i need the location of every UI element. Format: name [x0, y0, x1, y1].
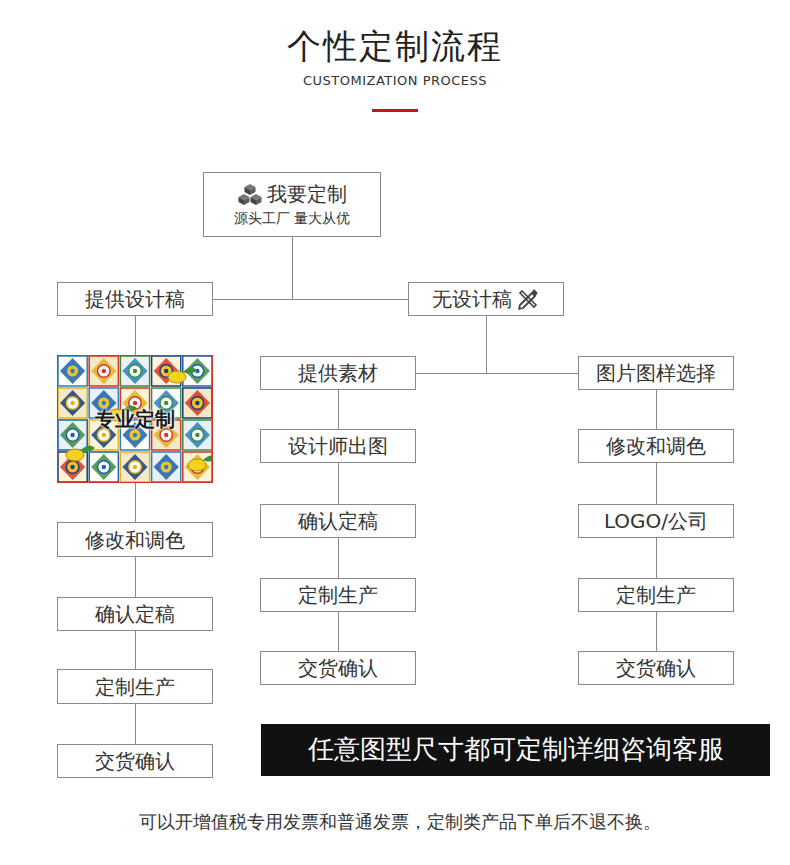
text-line: 交货确认: [298, 656, 378, 680]
node-label: LOGO/公司: [604, 509, 708, 533]
text-line: 交货确认: [616, 656, 696, 680]
node-label: 无设计稿: [432, 287, 512, 311]
node-label: 定制生产: [95, 675, 175, 699]
node-label: 交货确认: [616, 656, 696, 680]
node-label: 我要定制: [267, 182, 347, 206]
process-box: 定制生产: [57, 669, 213, 704]
text-line: 我要定制: [238, 182, 347, 206]
connector: [135, 704, 136, 744]
accent-bar: [372, 109, 418, 112]
connector: [135, 631, 136, 669]
text-line: 提供素材: [298, 361, 378, 385]
connector: [338, 463, 339, 504]
text-line: 定制生产: [616, 583, 696, 607]
text-line: 确认定稿: [95, 602, 175, 626]
process-box: 我要定制源头工厂 量大从优: [203, 172, 381, 237]
process-box: 无设计稿: [408, 282, 564, 316]
cube-icon: [238, 183, 262, 205]
connector: [338, 612, 339, 651]
subtext: 源头工厂 量大从优: [234, 210, 350, 227]
node-label: 提供设计稿: [85, 287, 185, 311]
watermark: 专业定制: [95, 407, 175, 431]
connector: [487, 316, 579, 374]
process-box: LOGO/公司: [578, 504, 734, 538]
image-tile: 专业定制: [57, 355, 213, 483]
process-box: 交货确认: [260, 651, 416, 685]
text-line: 确认定稿: [298, 509, 378, 533]
node-label: 提供素材: [298, 361, 378, 385]
connector: [135, 557, 136, 597]
connector: [656, 612, 657, 651]
node-label: 交货确认: [95, 749, 175, 773]
connector: [213, 237, 293, 300]
connector: [656, 390, 657, 429]
text-line: 设计师出图: [288, 434, 388, 458]
process-box: 确认定稿: [57, 597, 213, 631]
connector: [656, 538, 657, 578]
text-line: 修改和调色: [606, 434, 706, 458]
node-label: 图片图样选择: [596, 361, 716, 385]
text-line: 定制生产: [298, 583, 378, 607]
text-line: 图片图样选择: [596, 361, 716, 385]
connector: [135, 316, 136, 355]
node-label: 修改和调色: [85, 528, 185, 552]
node-label: 确认定稿: [298, 509, 378, 533]
text-line: LOGO/公司: [604, 509, 708, 533]
process-box: 交货确认: [578, 651, 734, 685]
process-box: 交货确认: [57, 744, 213, 778]
footnote: 可以开增值税专用发票和普通发票，定制类产品下单后不退不换。: [0, 810, 790, 834]
text-line: 提供设计稿: [85, 287, 185, 311]
process-box: 定制生产: [578, 578, 734, 612]
text-line: 专业定制: [95, 407, 175, 431]
subtitle: CUSTOMIZATION PROCESS: [0, 73, 790, 88]
note-banner: 任意图型尺寸都可定制详细咨询客服: [261, 724, 770, 776]
title: 个性定制流程: [0, 24, 790, 70]
node-label: 任意图型尺寸都可定制详细咨询客服: [308, 734, 724, 765]
node-label: 设计师出图: [288, 434, 388, 458]
process-box: 定制生产: [260, 578, 416, 612]
connector: [416, 316, 487, 374]
text-line: 定制生产: [95, 675, 175, 699]
pencil-icon: [516, 287, 540, 311]
text-line: 交货确认: [95, 749, 175, 773]
process-box: 设计师出图: [260, 429, 416, 463]
text-line: 任意图型尺寸都可定制详细咨询客服: [308, 734, 724, 765]
process-box: 修改和调色: [57, 522, 213, 557]
node-label: 修改和调色: [606, 434, 706, 458]
connector: [338, 538, 339, 578]
node-label: 交货确认: [298, 656, 378, 680]
process-box: 确认定稿: [260, 504, 416, 538]
process-box: 图片图样选择: [578, 356, 734, 390]
text-line: 无设计稿: [432, 287, 540, 311]
connector: [338, 390, 339, 429]
connector: [135, 483, 136, 522]
process-box: 提供设计稿: [57, 282, 213, 316]
process-box: 提供素材: [260, 356, 416, 390]
node-label: 定制生产: [616, 583, 696, 607]
text-line: 修改和调色: [85, 528, 185, 552]
process-box: 修改和调色: [578, 429, 734, 463]
node-label: 确认定稿: [95, 602, 175, 626]
connector: [656, 463, 657, 504]
node-label: 定制生产: [298, 583, 378, 607]
text-line: 源头工厂 量大从优: [234, 210, 350, 227]
connector: [293, 237, 409, 300]
